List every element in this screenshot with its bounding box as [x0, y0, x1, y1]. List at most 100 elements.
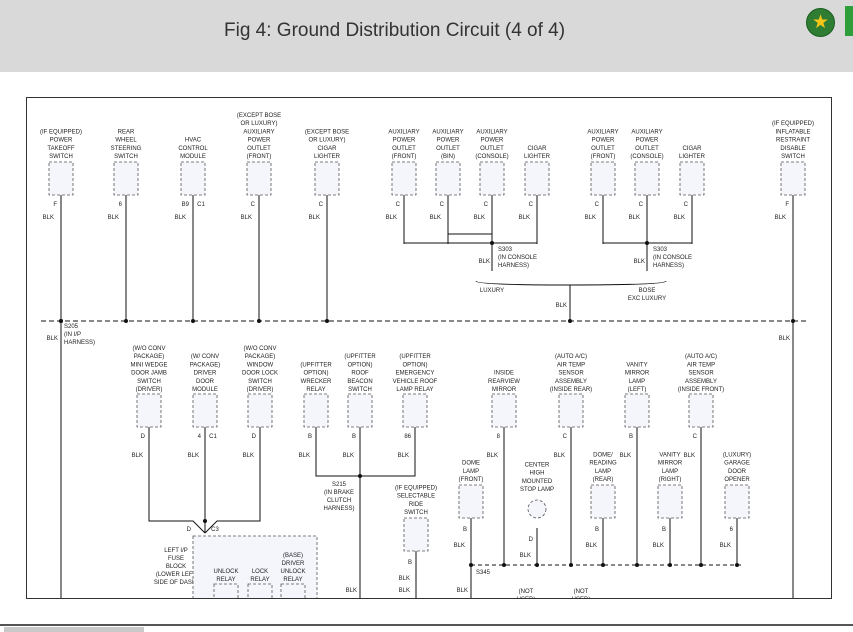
pin-label: C — [529, 202, 534, 208]
ground-bus-dot — [325, 319, 329, 323]
component-label: (FRONT) — [247, 154, 272, 160]
splice-label: HARNESS) — [323, 506, 354, 512]
wire-color-label: BLK — [241, 215, 252, 221]
component-box — [479, 161, 505, 196]
s345-dot — [699, 563, 703, 567]
wire-color-label: BLK — [43, 215, 54, 221]
component-label: POWER — [248, 138, 271, 144]
splice-label: S215 — [332, 482, 347, 488]
pin-label: C — [251, 202, 256, 208]
wire-color-label: BLK — [674, 215, 685, 221]
wire — [315, 427, 360, 477]
side-tab[interactable] — [845, 6, 853, 36]
component-label: RESTRAINT — [776, 138, 810, 144]
relay-box — [280, 583, 306, 598]
component-label: (FRONT) — [392, 154, 417, 160]
component-box — [48, 161, 74, 196]
not-used-label: USED) — [517, 597, 536, 598]
component-label: CONTROL — [178, 146, 208, 152]
favorite-button[interactable]: ★ — [806, 8, 835, 37]
component-label: (W/ CONV — [191, 354, 219, 360]
component-box — [402, 393, 428, 428]
component-box — [314, 161, 340, 196]
component-label: SWITCH — [137, 379, 161, 385]
component-label: (EXCEPT BOSE — [237, 113, 281, 119]
pin-label: C — [595, 202, 600, 208]
component-box — [113, 161, 139, 196]
pin-label: F — [53, 202, 57, 208]
s345-dot — [535, 563, 539, 567]
pin-label: 8 — [497, 434, 501, 440]
component-box — [347, 393, 373, 428]
component-label: (CONSOLE) — [475, 154, 508, 160]
pin-label: B9 — [182, 202, 190, 208]
s345-dot — [601, 563, 605, 567]
component-label: CIGAR — [317, 146, 337, 152]
component-label: HVAC — [185, 138, 202, 144]
wire-color-label: BLK — [47, 336, 58, 342]
connector-label: C1 — [209, 434, 217, 440]
component-label: (FRONT) — [459, 477, 484, 483]
connector-label: C3 — [211, 527, 219, 533]
wire-color-label: BLK — [399, 576, 410, 582]
component-box — [624, 393, 650, 428]
component-label: (IF EQUIPPED) — [395, 485, 437, 491]
fuse-block-label: BLOCK — [166, 564, 186, 570]
wire-color-label: BLK — [108, 215, 119, 221]
splice-label: (IN CONSOLE — [653, 255, 692, 261]
wire-color-label: BLK — [188, 453, 199, 459]
component-label: OUTLET — [635, 146, 659, 152]
option-brace — [475, 280, 667, 288]
relay-label: (BASE) — [283, 553, 303, 559]
component-label: AUXILIARY — [631, 129, 662, 135]
component-label: LAMP — [662, 469, 678, 475]
wire — [360, 427, 416, 477]
pin-label: D — [252, 434, 257, 440]
pin-label: 86 — [404, 434, 411, 440]
component-label: WINDOW — [247, 362, 274, 368]
pin-label: B — [352, 434, 356, 440]
component-label: MOUNTED — [522, 479, 553, 485]
component-label: AUXILIARY — [243, 129, 274, 135]
component-label: MODULE — [192, 387, 218, 393]
wire-color-label: BLK — [343, 453, 354, 459]
pin-label: 4 — [198, 434, 202, 440]
relay-label: RELAY — [283, 577, 302, 583]
component-label: (INSIDE FRONT) — [678, 387, 724, 393]
component-label: SELECTABLE — [397, 494, 435, 500]
component-label: POWER — [393, 138, 416, 144]
component-label: STOP LAMP — [520, 487, 554, 493]
component-label: PACKAGE) — [190, 362, 221, 368]
component-label: POWER — [437, 138, 460, 144]
component-box — [688, 393, 714, 428]
wire-color-label: BLK — [629, 215, 640, 221]
s303-right-dot — [645, 241, 649, 245]
component-label: SENSOR — [558, 371, 584, 377]
door-group-dot — [203, 519, 207, 523]
s345-dot — [735, 563, 739, 567]
relay-label: DRIVER — [282, 561, 305, 567]
component-label: INSIDE — [494, 371, 514, 377]
component-label: (RIGHT) — [659, 477, 682, 483]
fuse-block-label: FUSE — [168, 556, 184, 562]
component-label: (AUTO A/C) — [685, 354, 717, 360]
component-label: SWITCH — [248, 379, 272, 385]
component-label: BEACON — [347, 379, 372, 385]
wire-color-label: BLK — [519, 215, 530, 221]
wire-color-label: BLK — [309, 215, 320, 221]
component-box — [558, 393, 584, 428]
pin-label: B — [629, 434, 633, 440]
splice-label: S303 — [653, 247, 668, 253]
component-label: MIRROR — [492, 387, 517, 393]
page-divider — [0, 624, 853, 626]
component-box — [780, 161, 806, 196]
component-label: LIGHTER — [524, 154, 551, 160]
component-label: (UPFITTER — [344, 354, 376, 360]
pin-label: B — [463, 527, 467, 533]
component-box — [491, 393, 517, 428]
component-label: DOOR — [196, 379, 215, 385]
s345-dot — [635, 563, 639, 567]
pin-label: D — [187, 527, 192, 533]
component-label: (DRIVER) — [136, 387, 163, 393]
